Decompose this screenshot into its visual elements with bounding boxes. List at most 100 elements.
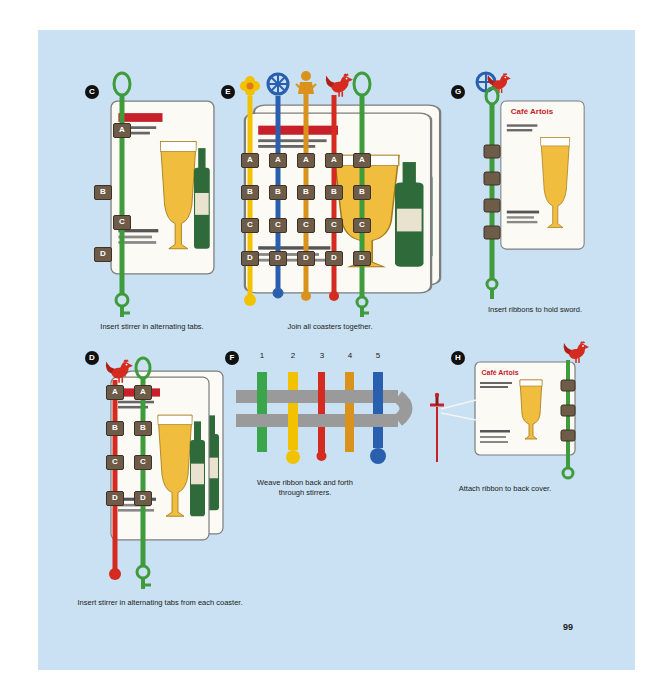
step-g-illustration-part-part bbox=[484, 145, 500, 158]
step-h-illustration-part bbox=[480, 382, 512, 384]
node-text: C bbox=[247, 221, 253, 230]
step-d-illustration-part-part bbox=[141, 378, 146, 566]
step-h-illustration-part bbox=[480, 436, 506, 438]
step-d-illustration-part bbox=[113, 380, 118, 569]
coaster-tab: C bbox=[113, 215, 131, 230]
coaster-tab: C bbox=[325, 218, 343, 233]
step-g-illustration-part bbox=[488, 73, 511, 93]
step-d-illustration-part bbox=[109, 568, 121, 580]
step-caption: Insert ribbons to hold sword. bbox=[460, 305, 610, 315]
node-text: E bbox=[225, 88, 230, 97]
step-e-illustration-part-part bbox=[268, 74, 288, 94]
coaster-tab: A bbox=[134, 385, 152, 400]
node-text: C bbox=[119, 218, 125, 227]
step-e-illustration-part-part bbox=[276, 96, 281, 288]
page-number: 99 bbox=[553, 622, 583, 634]
step-g-illustration-part bbox=[501, 101, 584, 249]
step-h-illustration-part bbox=[564, 341, 589, 363]
coaster-tab: D bbox=[94, 247, 112, 262]
node-text: D bbox=[331, 254, 337, 263]
node-text: C bbox=[112, 458, 118, 467]
step-h-illustration-part bbox=[480, 386, 508, 388]
coaster-logo: Café Artois bbox=[475, 368, 525, 377]
node-text: A bbox=[119, 126, 125, 135]
coaster-tab: B bbox=[134, 421, 152, 436]
node-text: H bbox=[455, 354, 461, 363]
coaster-logo: Café Artois bbox=[502, 107, 562, 117]
step-e-illustration-part-part bbox=[357, 297, 367, 307]
coaster-tab: D bbox=[353, 251, 371, 266]
step-c-illustration-part-part bbox=[122, 312, 130, 315]
coaster-tab: D bbox=[106, 491, 124, 506]
coaster-tab: C bbox=[269, 218, 287, 233]
step-h-illustration-part-part bbox=[561, 430, 575, 441]
node-text: A bbox=[275, 156, 281, 165]
coaster-tab: C bbox=[241, 218, 259, 233]
node-text: B bbox=[100, 188, 106, 197]
step-e-illustration-part-part bbox=[273, 288, 283, 298]
step-c-illustration-part bbox=[111, 101, 214, 274]
step-g-illustration-part bbox=[486, 88, 498, 104]
column-number: 5 bbox=[371, 351, 385, 361]
node-text: D bbox=[89, 354, 95, 363]
node-text: B bbox=[303, 188, 309, 197]
step-c-illustration bbox=[111, 73, 214, 317]
coaster-tab: A bbox=[106, 385, 124, 400]
step-g-illustration-part bbox=[490, 289, 494, 299]
node-text: A bbox=[359, 156, 365, 165]
step-h-illustration-part bbox=[475, 362, 575, 455]
step-c-illustration-part-part bbox=[116, 294, 128, 306]
step-h-illustration-part bbox=[436, 396, 439, 405]
step-h-illustration-part bbox=[480, 441, 508, 443]
step-e-illustration-part bbox=[296, 71, 316, 301]
step-h-illustration-part bbox=[520, 380, 542, 439]
step-f-illustration-part bbox=[373, 372, 383, 448]
step-f-illustration-part bbox=[318, 388, 325, 405]
coaster-tab: B bbox=[353, 185, 371, 200]
step-g-illustration-part bbox=[484, 145, 500, 239]
step-f-illustration-part bbox=[345, 412, 354, 429]
node-text: A bbox=[112, 388, 118, 397]
coaster-tab: B bbox=[325, 185, 343, 200]
step-d-illustration-part-part bbox=[137, 566, 149, 578]
step-e-illustration bbox=[240, 71, 440, 317]
coaster-tab: D bbox=[241, 251, 259, 266]
step-f-illustration-part bbox=[370, 448, 386, 464]
node-text: B bbox=[275, 188, 281, 197]
step-g-illustration bbox=[477, 73, 584, 299]
coaster-tab: A bbox=[353, 153, 371, 168]
node-text: C bbox=[140, 458, 146, 467]
node-text: D bbox=[303, 254, 309, 263]
step-h-illustration bbox=[430, 341, 589, 478]
step-e-illustration-part-part bbox=[326, 73, 353, 96]
step-e-illustration-part-part bbox=[271, 77, 285, 91]
node-text: A bbox=[303, 156, 309, 165]
step-caption: Insert stirrer in alternating tabs from … bbox=[73, 598, 248, 608]
step-e-illustration-part-part bbox=[247, 83, 254, 90]
step-h-illustration-part bbox=[436, 407, 438, 462]
step-h-illustration-part bbox=[480, 430, 510, 433]
coaster-tab: A bbox=[269, 153, 287, 168]
blue-panel bbox=[38, 30, 635, 670]
node-text: G bbox=[455, 88, 461, 97]
step-e-illustration-part bbox=[245, 113, 431, 293]
step-e-illustration-part-part bbox=[296, 84, 316, 88]
step-g-illustration-part-part bbox=[484, 226, 500, 239]
step-f-illustration bbox=[236, 372, 406, 464]
node-text: B bbox=[112, 424, 118, 433]
step-h-illustration-part bbox=[561, 380, 575, 441]
step-e-illustration-part-part bbox=[354, 73, 370, 95]
node-text: B bbox=[331, 188, 337, 197]
coaster-tab: C bbox=[134, 455, 152, 470]
step-f-illustration-part bbox=[257, 372, 267, 452]
step-caption: Join all coasters together. bbox=[240, 322, 420, 332]
step-d-illustration bbox=[106, 358, 223, 589]
step-g-illustration-part-part bbox=[484, 199, 500, 212]
step-h-illustration-part bbox=[441, 413, 476, 420]
step-d-illustration-part-part bbox=[143, 584, 151, 587]
coaster-tab: D bbox=[297, 251, 315, 266]
step-e-illustration-part bbox=[268, 74, 288, 298]
node-text: C bbox=[275, 221, 281, 230]
coaster-tab: A bbox=[325, 153, 343, 168]
